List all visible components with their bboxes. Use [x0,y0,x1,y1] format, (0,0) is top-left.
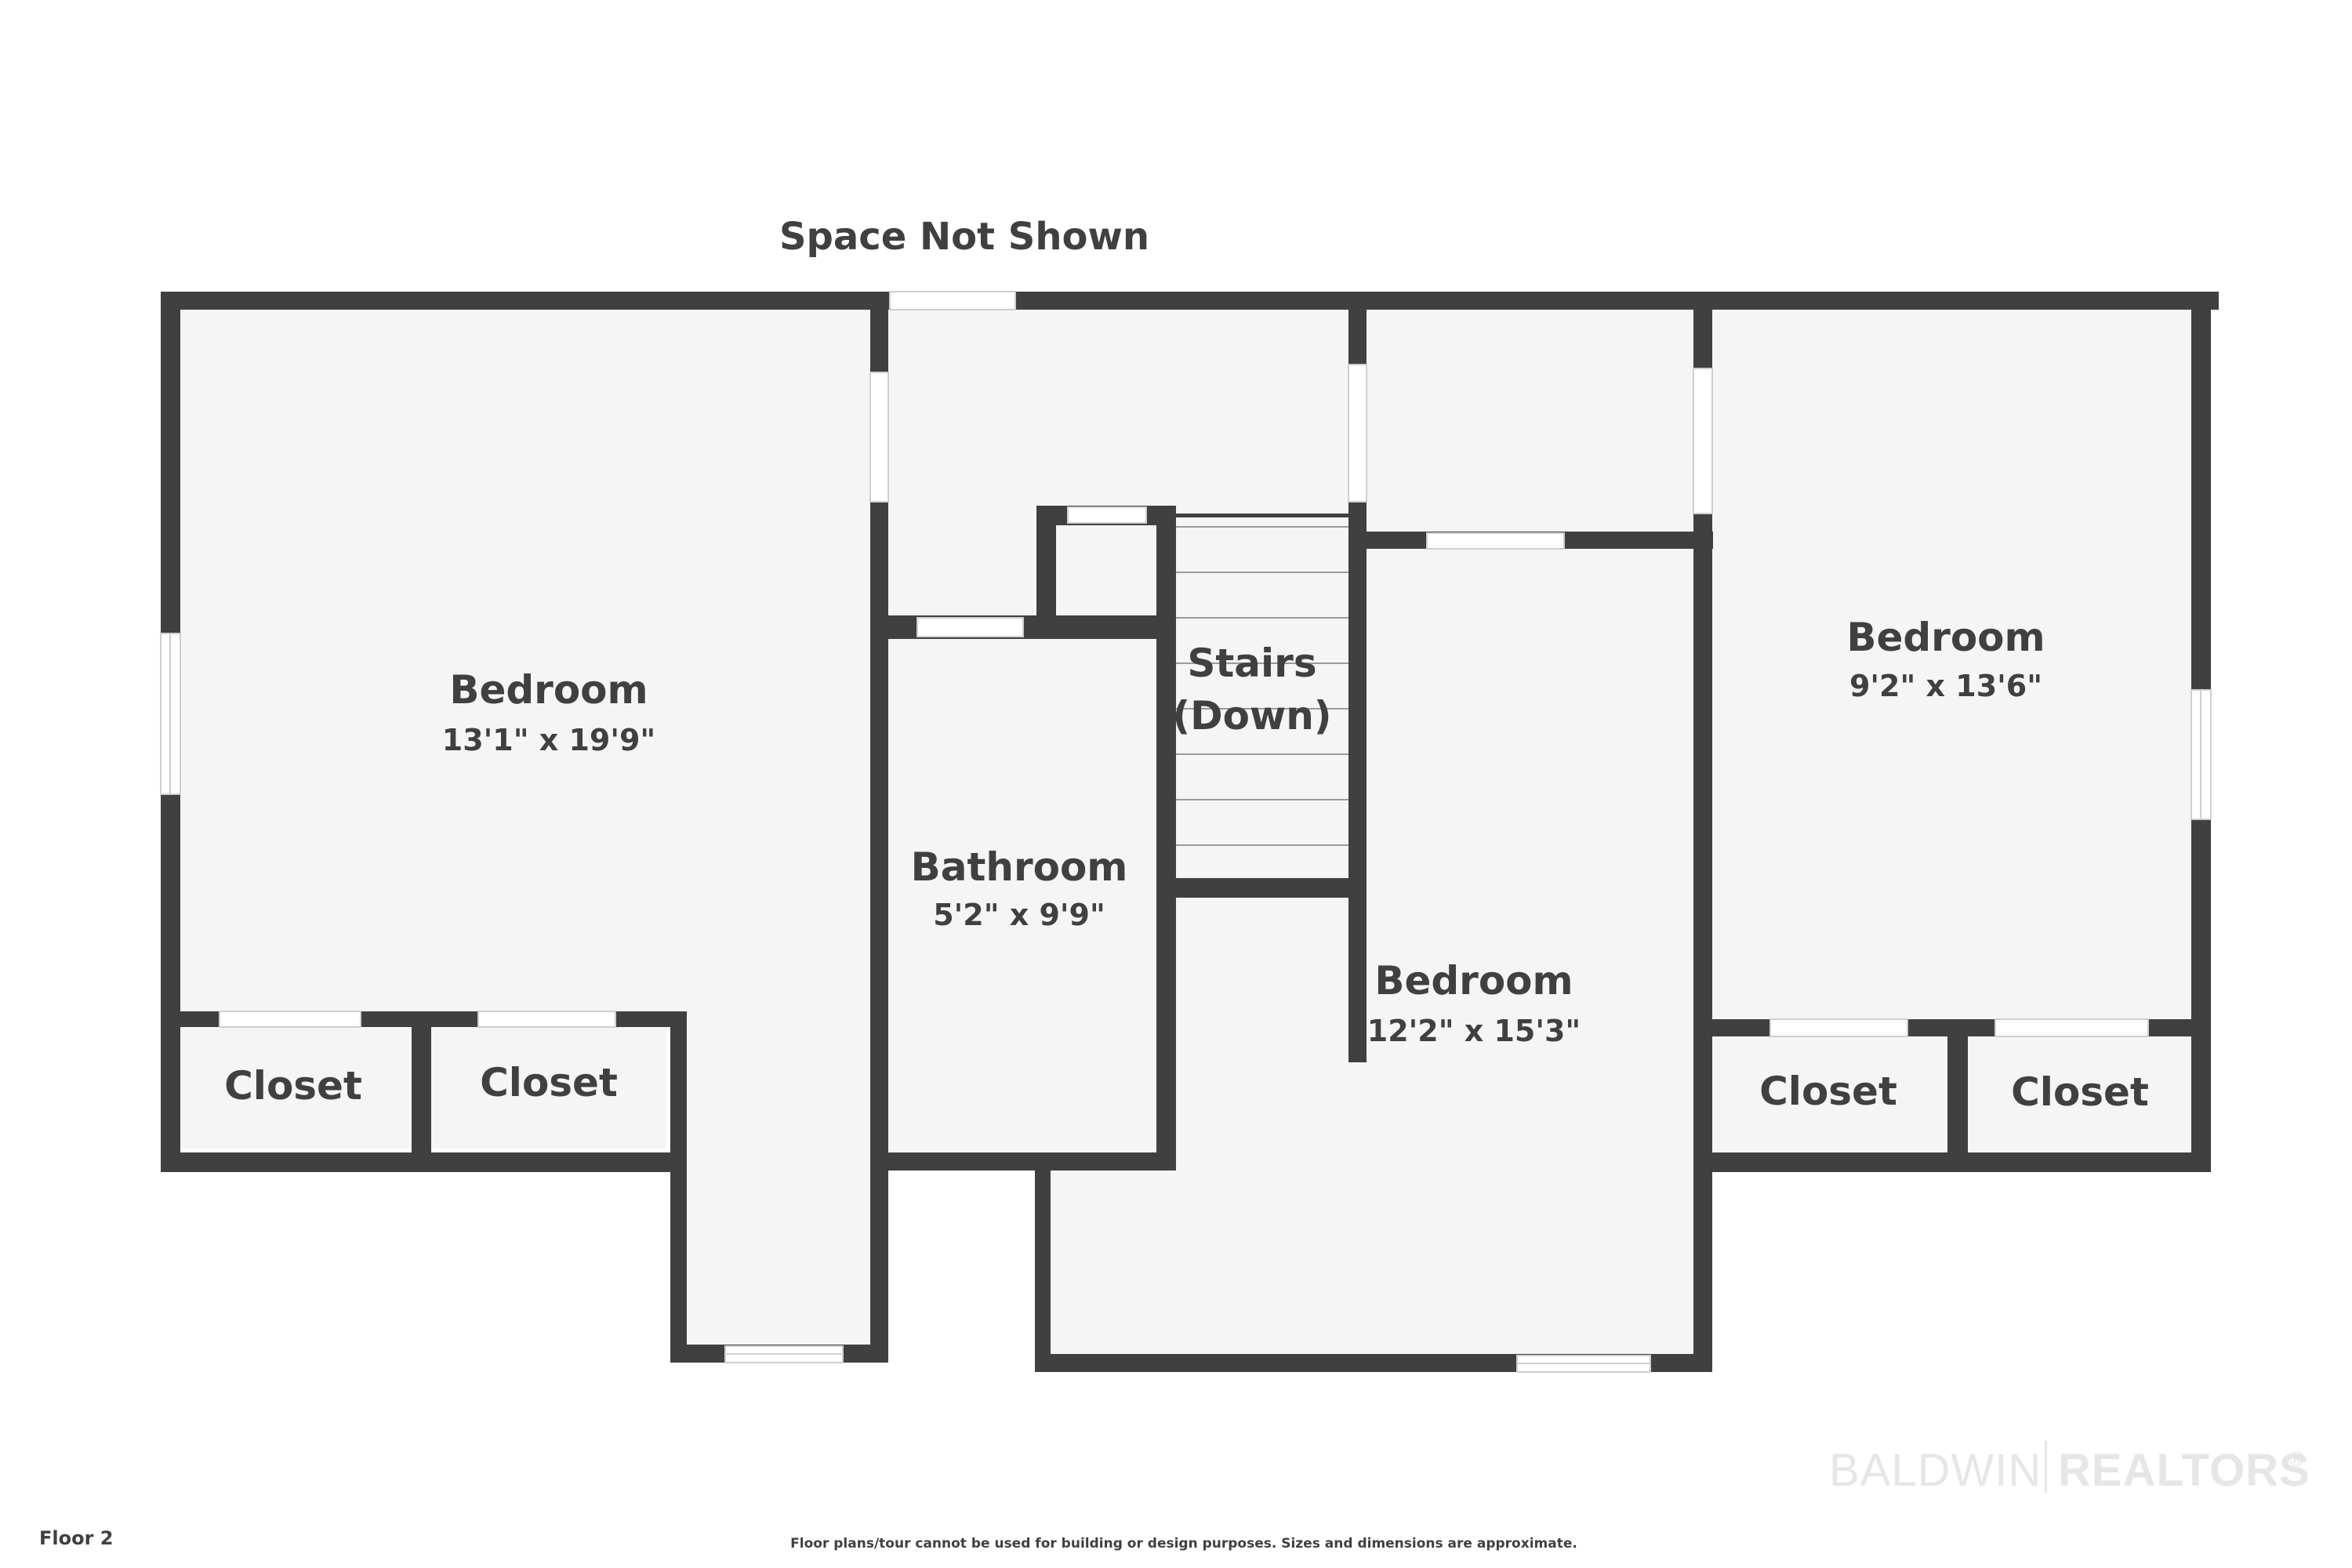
stairs-floor [1176,517,1348,878]
space-not-shown-label: Space Not Shown [779,215,1149,259]
floor-fills [180,310,2191,1354]
bedroom-center-name: Bedroom [1374,958,1573,1004]
bedroom-left-name: Bedroom [449,667,648,713]
closet-label-4: Closet [2011,1069,2149,1115]
upper-center-floor [1367,310,1693,533]
baldwin-realtors-logo: BALDWIN REALTORS ® [1829,1441,2310,1496]
window-bath-top [916,617,1024,637]
window-linen [1067,506,1147,524]
bathroom-dims: 5'2" x 9'9" [933,898,1105,932]
brand-divider [2045,1441,2047,1493]
bedroom-right-name: Bedroom [1846,615,2045,660]
door-closet-4 [1994,1018,2149,1037]
bedroom-center-dims: 12'2" x 15'3" [1367,1014,1581,1048]
door-closet-1 [219,1011,361,1028]
bedroom-center-floor [1051,549,1693,1354]
bedroom-left-floor [180,310,870,1345]
window-upper-right [1693,368,1713,514]
door-closet-2 [477,1011,616,1028]
linen-closet-floor [1056,525,1156,618]
closet-label-3: Closet [1759,1069,1897,1114]
bathroom-floor [888,639,1156,1152]
closet-label-2: Closet [480,1060,618,1105]
closet-label-1: Closet [224,1063,362,1109]
closet-floor-1 [180,1025,412,1149]
bedroom-right-dims: 9'2" x 13'6" [1849,669,2042,703]
brand-name-light: BALDWIN [1829,1445,2042,1496]
closet-floor-3 [1712,1036,1947,1152]
bathroom-name: Bathroom [911,844,1128,890]
window-center-top [1426,532,1565,550]
door-closet-3 [1769,1018,1908,1037]
stairs-direction-label: (Down) [1172,693,1331,739]
brand-mark: ® [2289,1447,2305,1471]
closet-floor-2 [431,1025,666,1149]
closet-floor-4 [1968,1036,2191,1152]
bedroom-right-floor [1712,310,2191,1019]
floor-label: Floor 2 [39,1527,114,1549]
bedroom-left-dims: 13'1" x 19'9" [442,723,655,757]
stairs-label: Stairs [1187,641,1316,686]
disclaimer: Floor plans/tour cannot be used for buil… [790,1536,1577,1552]
windows [160,291,2212,1373]
window-top [889,291,1016,310]
stair-treads [1176,526,1348,846]
window-hall-right [1348,364,1367,503]
window-hall-left [869,372,889,503]
brand-name-bold: REALTORS [2058,1445,2310,1496]
